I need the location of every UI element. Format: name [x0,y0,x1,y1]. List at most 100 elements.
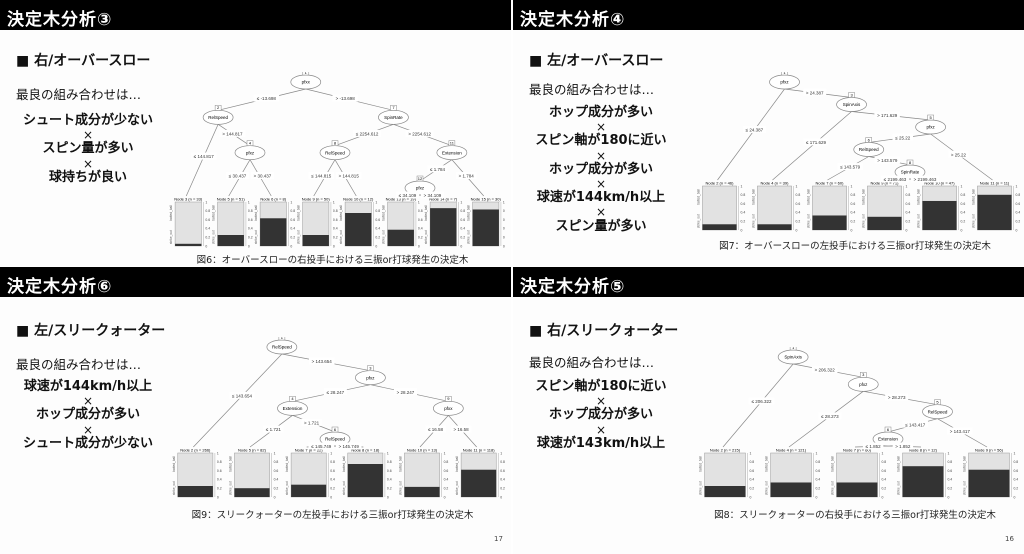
axis-tick-label: 0.8 [418,209,423,213]
edge-label-bg [892,442,914,450]
split-variable: pfxz [780,80,789,85]
axis-tick-label: 1 [205,200,207,204]
edge-split-label: > 206.322 [815,368,836,373]
times-separator: × [595,148,607,163]
axis-tick-label: 0.6 [387,469,392,473]
axis-tick-label: 0.4 [500,478,505,482]
class-label: batted_ball [861,189,865,205]
axis-tick-label: 0 [274,495,276,499]
class-label: batted_ball [285,456,289,472]
axis-tick-label: 0.2 [749,487,754,491]
class-label: strike_out [897,481,901,495]
node-id: 3 [369,365,372,370]
leaf-node-label: Node 2 (n = 266) [180,448,211,453]
axis-tick-label: 0.8 [1016,193,1020,197]
edge-label-bg [803,138,829,146]
figure-caption: 図8：スリークォーターの右投手における三振or打球発生の決定木 [714,510,996,521]
axis-tick-label: 0 [503,244,505,248]
class-label: strike_out [297,230,301,244]
axis-tick-label: 0.6 [205,218,210,222]
edge-split-label: > 1.784 [459,174,475,179]
class-label: batted_ball [765,456,769,472]
axis-tick-label: 0 [290,244,292,248]
axis-tick-label: 0.2 [460,236,465,240]
axis-tick-label: 0 [749,495,751,499]
axis-tick-label: 0.2 [961,220,966,224]
node-id-box [934,399,941,405]
axis-tick-label: 1 [851,184,853,188]
class-label: batted_ball [169,205,173,221]
leaf-node-label: Node 9 (n = 56) [975,448,1004,453]
node-id: 1 [792,347,795,350]
class-label: strike_out [751,214,755,228]
axis-tick-label: 1 [330,451,332,455]
leaf-node-label: Node 2 (n = 46) [706,181,735,186]
node-id: 5 [930,115,933,120]
leaf-node-label: Node 15 (n = 30) [471,197,502,202]
edge-split-label: > 24.387 [806,90,824,95]
axis-tick-label: 0.8 [205,209,210,213]
class-label: strike_out [699,481,703,495]
axis-tick-label: 0.6 [906,202,911,206]
intro-text: 最良の組み合わせは… [16,87,142,102]
node-id-box [302,72,310,76]
leaf-node-label: Node 13 (n = 19) [386,197,417,202]
axis-tick-label: 0.2 [290,236,295,240]
edge-split-label: > 34.109 [424,193,442,198]
edge-split-label: > 1.852 [895,444,911,449]
edge-label-bg [874,156,901,164]
combination-item: 球持ちが良い [48,169,127,185]
axis-tick-label: 1 [444,451,446,455]
axis-tick-label: 0.6 [503,218,505,222]
leaf-proportion-bar [836,482,878,497]
intro-text: 最良の組み合わせは… [529,355,655,370]
axis-tick-label: 0.8 [749,460,754,464]
edge-split-label: > 16.58 [454,427,470,432]
class-label: batted_ball [696,189,700,205]
node-id-box [445,396,452,402]
class-label: strike_out [254,230,258,244]
leaf-node-label: Node 8 (n = 18) [351,448,380,453]
leaf-node-label: Node 3 (n = 33) [174,197,203,202]
page-number: 17 [494,535,503,543]
edge-split-label: ≤ 171.629 [806,140,826,145]
axis-tick-label: 0.4 [460,227,465,231]
axis-tick-label: 1 [947,451,949,455]
leaf-node-label: Node 5 (n = 82) [238,448,267,453]
class-label: strike_out [861,214,865,228]
leaf-node-label: Node 6 (n = 8) [260,197,286,202]
axis-tick-label: 0.8 [444,460,449,464]
node-id: 11 [450,140,455,145]
times-separator: × [595,205,607,220]
combination-item: ホップ成分が多い [548,407,653,423]
class-label: strike_out [172,481,176,495]
leaf-proportion-bar [968,469,1010,497]
axis-tick-label: 1 [333,200,335,204]
node-id-box [331,426,339,433]
node-id: 8 [334,140,337,145]
node-id-box [860,372,867,378]
class-label: strike_out [696,214,700,228]
node-id-box [884,426,892,433]
node-id-box [781,72,788,76]
node-id-box [367,365,374,371]
page-number: 16 [1005,535,1014,543]
class-label: strike_out [382,230,386,244]
axis-tick-label: 0.4 [947,478,952,482]
edge-label-bg [748,397,775,405]
class-label: batted_ball [916,189,920,205]
leaf-node-label: Node 10 (n = 13) [407,448,438,453]
split-variable: SpinAxis [784,355,802,360]
class-label: batted_ball [467,205,471,221]
node-id: 2 [217,105,220,110]
axis-tick-label: 0.6 [500,469,505,473]
node-id: 5 [936,399,939,404]
axis-tick-label: 0.2 [906,220,911,224]
node-id: 7 [392,105,395,110]
axis-tick-label: 0.6 [947,469,952,473]
axis-tick-label: 0.4 [1013,478,1018,482]
axis-tick-label: 0.4 [815,478,820,482]
leaf-node-label: Node 5 (n = 51) [217,197,246,202]
node-id-box [865,137,872,143]
